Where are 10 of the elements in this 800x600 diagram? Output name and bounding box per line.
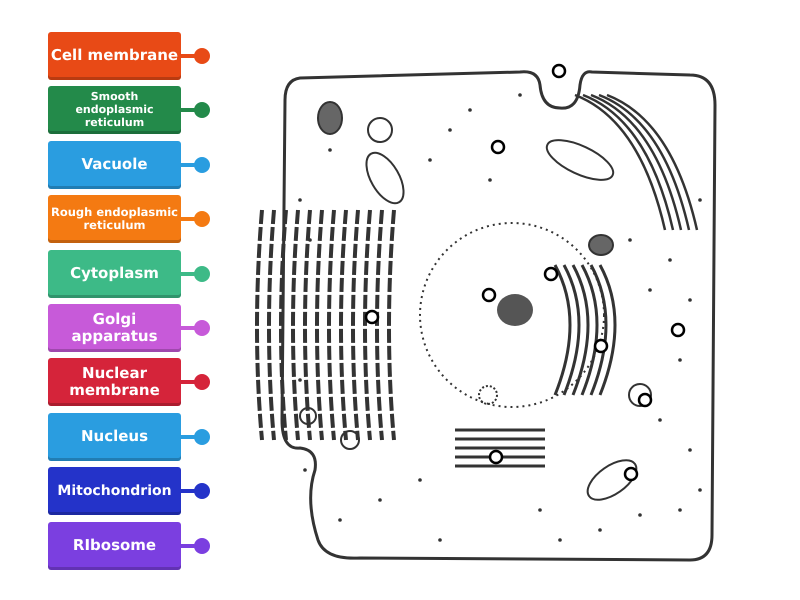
label-tile: RIbosome bbox=[48, 522, 181, 570]
label-tile: Vacuole bbox=[48, 140, 181, 189]
label-tile: Nucleus bbox=[48, 412, 181, 461]
label-tile: Mitochondrion bbox=[48, 467, 181, 516]
label-tile: Rough endoplasmic reticulum bbox=[48, 195, 181, 244]
label-tile: Golgi apparatus bbox=[48, 304, 181, 352]
label-tile: Smooth endoplasmic reticulum bbox=[48, 86, 181, 134]
label-tile: Cytoplasm bbox=[48, 250, 181, 298]
label-tile: Cell membrane bbox=[48, 32, 181, 80]
label-tile: Nuclear membrane bbox=[48, 358, 181, 406]
